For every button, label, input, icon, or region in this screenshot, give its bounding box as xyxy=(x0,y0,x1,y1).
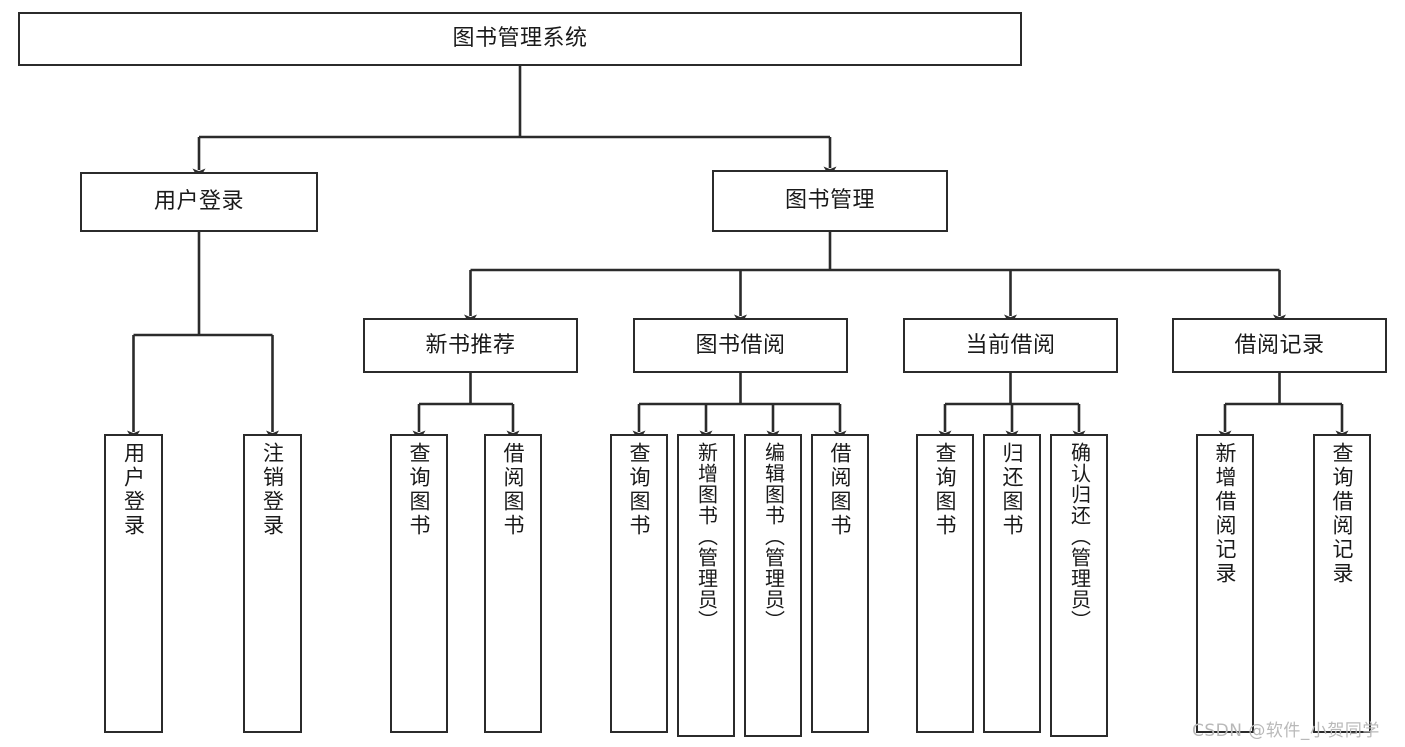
node-l3-query-rec[interactable]: 查询借阅记录 xyxy=(1313,434,1371,733)
node-l3-edit-book[interactable]: 编辑图书（管理员） xyxy=(744,434,802,737)
node-label: 查询图书 xyxy=(407,442,432,538)
node-l3-borrow-book-b[interactable]: 借阅图书 xyxy=(811,434,869,733)
node-label: 查询借阅记录 xyxy=(1330,442,1355,586)
node-l2-new-book-rec[interactable]: 新书推荐 xyxy=(363,318,578,373)
node-label: 确认归还（管理员） xyxy=(1067,442,1092,631)
node-label: 查询图书 xyxy=(627,442,652,538)
node-label: 图书管理系统 xyxy=(452,26,588,52)
node-label: 新增图书（管理员） xyxy=(694,442,719,631)
node-l3-return-book[interactable]: 归还图书 xyxy=(983,434,1041,733)
node-l2-borrow-rec[interactable]: 借阅记录 xyxy=(1172,318,1387,373)
node-label: 归还图书 xyxy=(1000,442,1025,538)
node-label: 用户登录 xyxy=(153,189,244,215)
node-label: 借阅图书 xyxy=(501,442,526,538)
node-l3-borrow-book-a[interactable]: 借阅图书 xyxy=(484,434,542,733)
node-l2-cur-borrow[interactable]: 当前借阅 xyxy=(903,318,1118,373)
node-label: 编辑图书（管理员） xyxy=(761,442,786,631)
node-label: 借阅图书 xyxy=(828,442,853,538)
node-label: 注销登录 xyxy=(260,442,285,538)
node-label: 当前借阅 xyxy=(965,332,1056,358)
node-l3-query-book-a[interactable]: 查询图书 xyxy=(390,434,448,733)
node-l2-book-borrow[interactable]: 图书借阅 xyxy=(633,318,848,373)
csdn-watermark: CSDN @软件_小贺同学 xyxy=(1192,721,1380,741)
node-l1-user-login[interactable]: 用户登录 xyxy=(80,172,318,232)
node-l3-logout[interactable]: 注销登录 xyxy=(243,434,302,733)
node-label: 新书推荐 xyxy=(425,332,516,358)
node-label: 借阅记录 xyxy=(1234,332,1325,358)
node-label: 查询图书 xyxy=(933,442,958,538)
node-label: 用户登录 xyxy=(121,442,146,538)
node-root[interactable]: 图书管理系统 xyxy=(18,12,1022,66)
node-l3-query-book-c[interactable]: 查询图书 xyxy=(916,434,974,733)
node-label: 图书管理 xyxy=(784,188,875,214)
node-l1-book-mgmt[interactable]: 图书管理 xyxy=(712,170,948,232)
node-l3-add-rec[interactable]: 新增借阅记录 xyxy=(1196,434,1254,733)
node-label: 新增借阅记录 xyxy=(1213,442,1238,586)
node-l3-query-book-b[interactable]: 查询图书 xyxy=(610,434,668,733)
node-label: 图书借阅 xyxy=(695,332,786,358)
node-l3-confirm-ret[interactable]: 确认归还（管理员） xyxy=(1050,434,1108,737)
edge-paths xyxy=(127,66,1349,442)
node-l3-user-login[interactable]: 用户登录 xyxy=(104,434,163,733)
node-l3-add-book[interactable]: 新增图书（管理员） xyxy=(677,434,735,737)
